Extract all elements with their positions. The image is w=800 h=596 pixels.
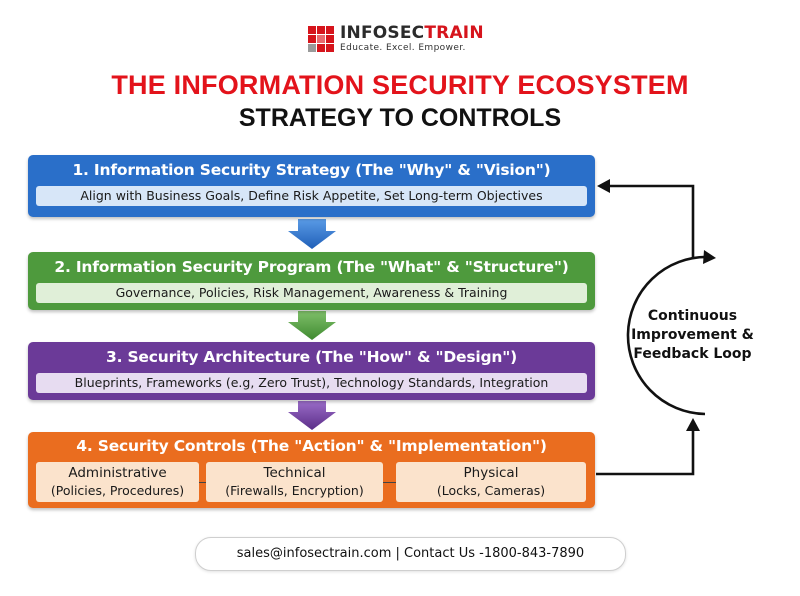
page-title: THE INFORMATION SECURITY ECOSYSTEM xyxy=(111,70,689,100)
control-examples: (Policies, Procedures) xyxy=(50,483,185,498)
stage-title: 4. Security Controls (The "Action" & "Im… xyxy=(76,437,547,455)
contact-bar[interactable]: sales@infosectrain.com | Contact Us -180… xyxy=(195,537,626,571)
stage-title: 3. Security Architecture (The "How" & "D… xyxy=(106,348,517,366)
stage-detail: Align with Business Goals, Define Risk A… xyxy=(36,186,587,206)
control-divider xyxy=(199,482,206,483)
brand-tagline: Educate. Excel. Empower. xyxy=(340,43,466,53)
controls-to-loop-line xyxy=(596,428,695,476)
brand-name: INFOSECTRAIN xyxy=(340,23,484,43)
control-name: Physical xyxy=(463,465,519,481)
stage-architecture: 3. Security Architecture (The "How" & "D… xyxy=(28,342,595,400)
down-arrow-1 xyxy=(288,219,336,249)
control-administrative: Administrative (Policies, Procedures) xyxy=(36,462,199,502)
feedback-loop-circle xyxy=(626,255,709,416)
control-examples: (Firewalls, Encryption) xyxy=(225,483,364,498)
feedback-return-line xyxy=(604,184,695,258)
loop-arrowhead-icon xyxy=(703,250,716,264)
stage-controls: 4. Security Controls (The "Action" & "Im… xyxy=(28,432,595,508)
control-name: Administrative xyxy=(68,465,167,481)
control-examples: (Locks, Cameras) xyxy=(436,483,546,498)
loop-label-line: Continuous xyxy=(647,308,738,324)
down-arrow-2 xyxy=(288,311,336,340)
control-divider xyxy=(383,482,396,483)
control-technical: Technical (Firewalls, Encryption) xyxy=(206,462,383,502)
feedback-loop-label: Continuous Improvement & Feedback Loop xyxy=(620,307,765,364)
stage-title: 1. Information Security Strategy (The "W… xyxy=(72,161,551,179)
loop-label-line: Feedback Loop xyxy=(633,346,752,362)
loop-label-line: Improvement & xyxy=(631,327,754,343)
stage-program: 2. Information Security Program (The "Wh… xyxy=(28,252,595,310)
stage-strategy: 1. Information Security Strategy (The "W… xyxy=(28,155,595,217)
return-arrowhead-icon xyxy=(597,179,610,193)
controls-arrowhead-icon xyxy=(686,418,700,431)
stage-detail: Blueprints, Frameworks (e.g, Zero Trust)… xyxy=(36,373,587,393)
page-subtitle: STRATEGY TO CONTROLS xyxy=(238,104,562,132)
down-arrow-3 xyxy=(288,401,336,430)
control-physical: Physical (Locks, Cameras) xyxy=(396,462,586,502)
logo-grid-icon xyxy=(308,26,334,52)
stage-title: 2. Information Security Program (The "Wh… xyxy=(54,258,569,276)
control-name: Technical xyxy=(263,465,326,481)
stage-detail: Governance, Policies, Risk Management, A… xyxy=(36,283,587,303)
